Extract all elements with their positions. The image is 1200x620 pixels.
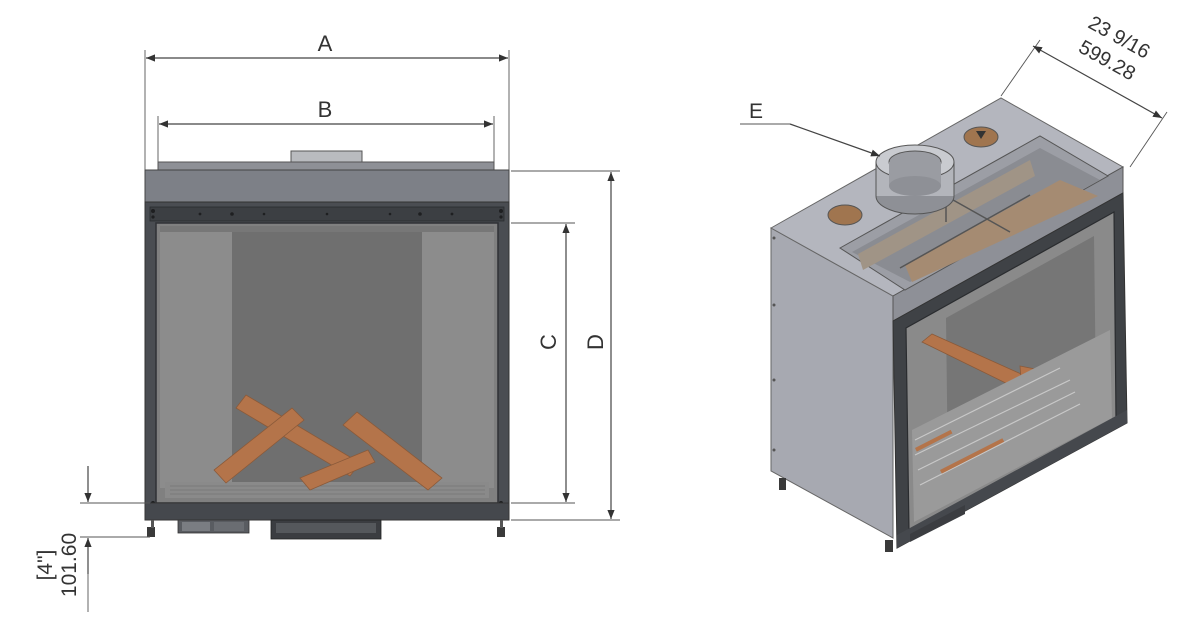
label-a: A [318, 31, 333, 56]
logs [213, 394, 443, 491]
front-view [144, 150, 510, 540]
dimension-offset: [4"] 101.60 [34, 466, 150, 612]
flue-collar [290, 150, 363, 164]
label-e: E [749, 100, 763, 123]
flue-collar-iso [875, 144, 955, 215]
foot-right [497, 527, 505, 537]
vent-hole-left [827, 204, 863, 226]
label-d: D [583, 334, 608, 350]
isometric-view [769, 97, 1128, 552]
label-offset-mm: 101.60 [58, 533, 81, 597]
label-c: C [536, 334, 561, 350]
dimension-c: C [511, 222, 575, 504]
foot-left [147, 527, 155, 537]
dimension-d: D [511, 170, 620, 521]
dimension-a: A [144, 31, 510, 170]
header-panel [144, 169, 510, 204]
label-offset-in: [4"] [34, 550, 57, 581]
dimension-b: B [157, 97, 495, 162]
label-b: B [318, 97, 333, 122]
callout-e: E [740, 100, 881, 157]
